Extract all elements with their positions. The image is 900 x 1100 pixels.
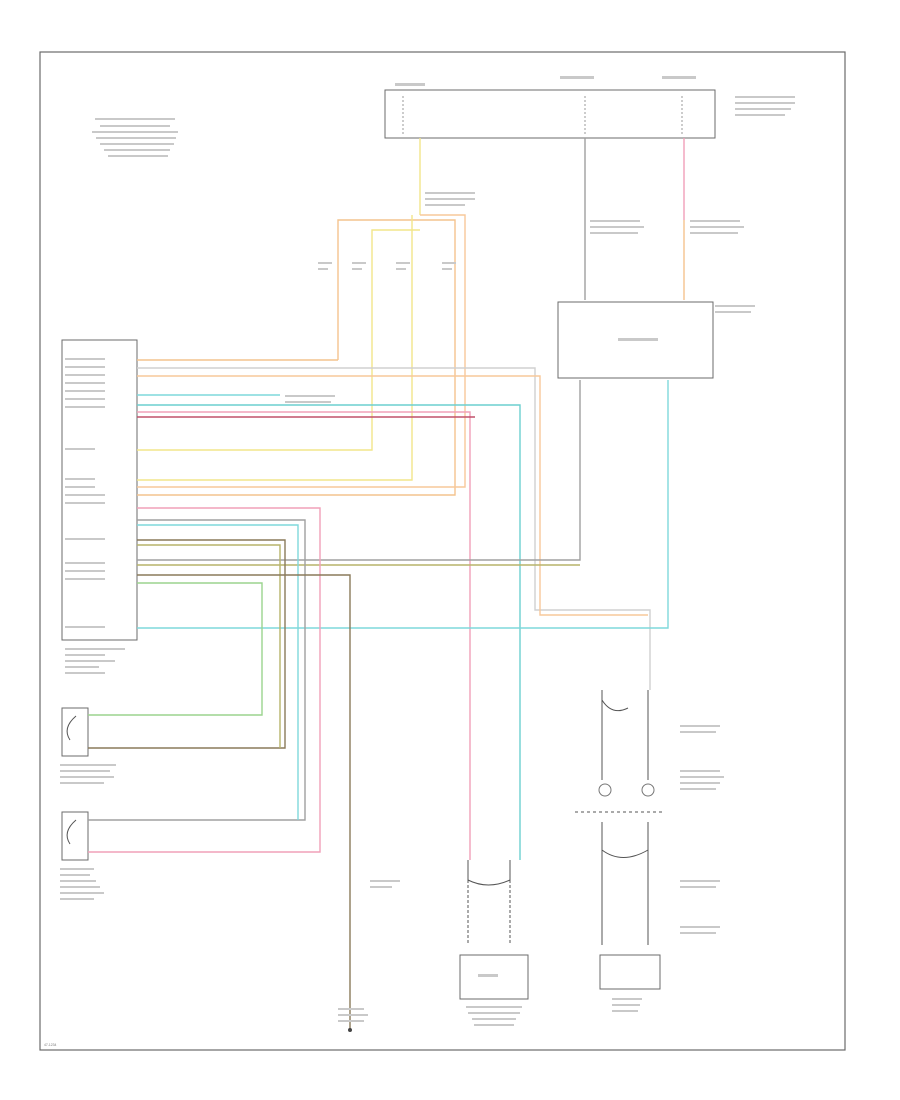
driver-airbag-clockspring xyxy=(575,690,724,1012)
wire-orange-splice-a xyxy=(137,219,456,496)
restraints-control-module xyxy=(61,339,138,674)
wire-brown-ground xyxy=(137,574,351,1030)
instrument-cluster xyxy=(557,301,755,379)
wire-white-a xyxy=(137,367,651,690)
fuse-junction-box xyxy=(384,76,795,139)
passenger-pretensioner xyxy=(60,811,104,900)
wire-gray-pre xyxy=(88,519,306,821)
diagram-frame xyxy=(39,51,846,1051)
footer-code: 47-1234 xyxy=(44,1043,57,1047)
wire-gray-cluster xyxy=(137,380,581,561)
wire-brown-a xyxy=(88,539,286,749)
wire-teal-cluster xyxy=(137,380,669,629)
module-pin-labels xyxy=(65,358,105,628)
top-note xyxy=(92,118,178,157)
wire-green xyxy=(88,582,263,716)
wire-labels-top xyxy=(285,192,744,1022)
driver-pretensioner xyxy=(60,707,116,784)
passenger-airbag-module xyxy=(459,860,529,1026)
wire-orange-splice-b xyxy=(137,214,466,488)
wire-pink-mid xyxy=(137,411,471,860)
wire-pink-pre xyxy=(88,507,321,853)
wire-olive-b xyxy=(137,544,281,748)
wire-teal-pre xyxy=(137,524,299,820)
wire-harness xyxy=(88,138,685,1032)
wire-yellow-c xyxy=(137,215,413,481)
wire-teal-mid xyxy=(137,404,521,860)
wire-orange-right xyxy=(137,375,648,616)
wire-yellow-b xyxy=(137,229,420,451)
